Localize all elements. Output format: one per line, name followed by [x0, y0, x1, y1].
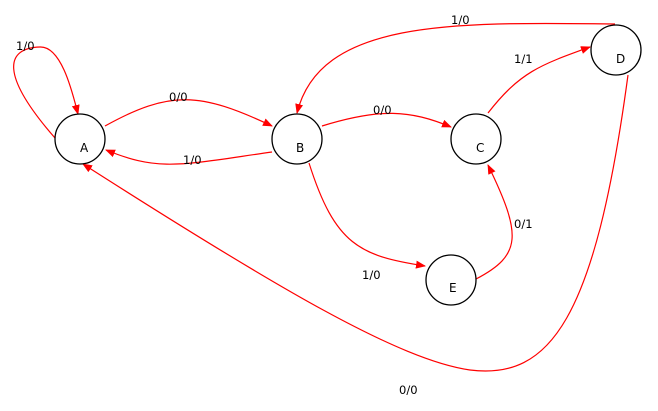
edge-label-d-b: 1/0 — [451, 13, 470, 27]
edge-label-e-c: 0/1 — [514, 217, 533, 231]
node-label-d: D — [616, 52, 625, 66]
node-label-c: C — [476, 141, 484, 155]
edge-e-c — [475, 164, 513, 280]
edge-b-e — [308, 162, 426, 269]
node-b[interactable]: B — [271, 113, 323, 165]
edge-d-a — [82, 74, 629, 372]
edge-label-c-d: 1/1 — [514, 52, 533, 66]
edge-b-c — [321, 112, 452, 128]
edge-d-b — [295, 22, 616, 114]
node-label-e: E — [449, 281, 457, 295]
edge-c-d — [487, 46, 591, 114]
edge-b-a — [105, 149, 273, 165]
node-label-b: B — [296, 141, 304, 155]
edge-label-a-a: 1/0 — [16, 39, 35, 53]
edge-label-b-a: 1/0 — [183, 153, 202, 167]
node-e[interactable]: E — [425, 254, 477, 306]
edge-label-d-a: 0/0 — [399, 383, 418, 397]
node-a[interactable]: A — [54, 113, 106, 165]
edge-label-a-b: 0/0 — [169, 90, 188, 104]
edge-a-b — [104, 99, 273, 127]
edge-label-b-e: 1/0 — [362, 268, 381, 282]
edge-a-a — [13, 46, 80, 139]
edge-label-b-c: 0/0 — [373, 103, 392, 117]
node-label-a: A — [80, 141, 89, 155]
node-d[interactable]: D — [590, 24, 642, 76]
node-c[interactable]: C — [450, 113, 502, 165]
